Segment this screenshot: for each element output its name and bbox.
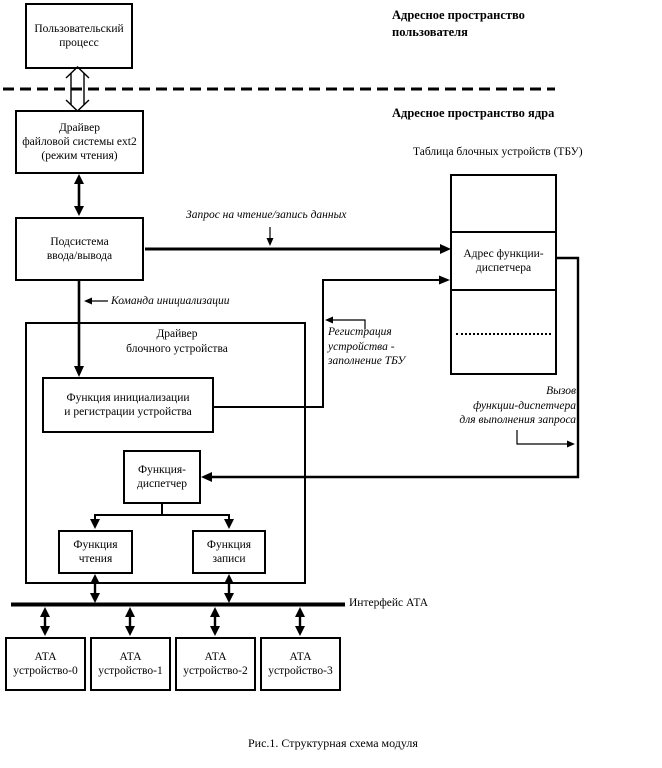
tbu-cell-dispatcher-address: Адрес функции- диспетчера — [452, 233, 555, 291]
ext2-driver-line3: (режим чтения) — [41, 150, 118, 162]
arrow-io-to-init-function — [74, 281, 84, 377]
dispatcher-function-box: Функция- диспетчер — [123, 450, 201, 504]
arrow-ata-device-3 — [295, 607, 305, 636]
arrow-write-ata — [224, 574, 234, 603]
header-user-space-line2: пользователя — [392, 25, 468, 39]
label-registration: Регистрация устройства - заполнение ТБУ — [328, 325, 405, 369]
label-dispatcher-call-line2: функции-диспетчера — [473, 399, 576, 412]
tbu-address-line1: Адрес функции- — [463, 248, 544, 260]
arrow-ata-device-2 — [210, 607, 220, 636]
init-function-line1: Функция инициализации — [66, 392, 190, 404]
ext2-driver-line1: Драйвер — [58, 122, 101, 134]
tbu-table: Адрес функции- диспетчера — [450, 174, 557, 375]
tbu-dotted-divider — [456, 333, 551, 335]
block-driver-title-line2: блочного устройства — [126, 343, 228, 355]
ata-device-3-box: АТА устройство-3 — [260, 637, 341, 691]
label-registration-line2: устройства - — [328, 340, 395, 353]
tbu-cell-empty-top — [452, 176, 555, 233]
request-label-pointer — [266, 227, 274, 246]
arrow-ata-device-1 — [125, 607, 135, 636]
init-command-label-pointer — [84, 297, 108, 305]
ata-device-3-line1: АТА — [289, 651, 312, 663]
write-function-box: Функция записи — [192, 530, 266, 574]
read-function-box: Функция чтения — [58, 530, 133, 574]
ata-bus-line — [11, 602, 345, 607]
label-dispatcher-call: Вызов функции-диспетчера для выполнения … — [430, 384, 576, 428]
dispatcher-line2: диспетчер — [136, 478, 188, 490]
read-function-line1: Функция — [73, 539, 118, 551]
ata-device-2-line2: устройство-2 — [183, 665, 248, 677]
figure-caption: Рис.1. Структурная схема модуля — [248, 736, 418, 750]
ata-device-0-line2: устройство-0 — [13, 665, 78, 677]
ata-device-2-box: АТА устройство-2 — [175, 637, 256, 691]
user-process-line1: Пользовательский — [34, 23, 124, 35]
label-request: Запрос на чтение/запись данных — [186, 209, 347, 221]
label-dispatcher-call-line1: Вызов — [546, 385, 576, 397]
ata-device-1-line2: устройство-1 — [98, 665, 163, 677]
header-user-space-line1: Адресное пространство — [392, 8, 525, 22]
registration-label-pointer — [325, 316, 366, 329]
label-init-command: Команда инициализации — [111, 295, 230, 307]
arrow-registration-path — [214, 275, 450, 408]
dispatcher-call-label-pointer — [516, 430, 575, 448]
block-driver-title: Драйвер блочного устройства — [92, 327, 262, 357]
label-dispatcher-call-line3: для выполнения запроса — [459, 414, 576, 426]
init-function-line2: и регистрации устройства — [64, 406, 192, 418]
block-driver-title-line1: Драйвер — [156, 328, 198, 340]
arrow-read-ata — [90, 574, 100, 603]
user-process-box: Пользовательский процесс — [25, 3, 133, 69]
label-registration-line1: Регистрация — [328, 326, 392, 338]
arrow-request-to-tbu — [145, 244, 451, 254]
header-user-address-space: Адресное пространство пользователя — [392, 7, 525, 41]
arrow-ata-device-0 — [40, 607, 50, 636]
tbu-address-line2: диспетчера — [475, 262, 532, 274]
io-subsystem-line1: Подсистема — [50, 236, 109, 248]
arrow-dispatcher-split — [90, 504, 234, 529]
header-kernel-address-space: Адресное пространство ядра — [392, 106, 555, 120]
label-ata-interface: Интерфейс АТА — [349, 597, 429, 609]
user-process-line2: процесс — [59, 37, 99, 49]
write-function-line1: Функция — [206, 539, 252, 551]
ext2-driver-box: Драйвер файловой системы ext2 (режим чте… — [15, 110, 144, 174]
io-subsystem-box: Подсистема ввода/вывода — [15, 217, 144, 281]
init-function-box: Функция инициализации и регистрации устр… — [42, 377, 214, 433]
write-function-line2: записи — [212, 553, 246, 565]
ata-device-2-line1: АТА — [204, 651, 227, 663]
ata-device-0-line1: АТА — [34, 651, 57, 663]
ata-device-3-line2: устройство-3 — [268, 665, 333, 677]
arrow-dispatcher-call-path — [201, 256, 580, 482]
ata-device-0-box: АТА устройство-0 — [5, 637, 86, 691]
tbu-cell-empty-bottom — [452, 291, 555, 373]
label-registration-line3: заполнение ТБУ — [328, 355, 406, 367]
ata-device-1-line1: АТА — [119, 651, 142, 663]
block-driver-box — [25, 322, 306, 584]
read-function-line2: чтения — [78, 553, 113, 565]
dispatcher-line1: Функция- — [137, 464, 186, 476]
tbu-title: Таблица блочных устройств (ТБУ) — [413, 146, 583, 158]
ext2-driver-line2: файловой системы ext2 — [22, 136, 137, 148]
io-subsystem-line2: ввода/вывода — [46, 250, 113, 262]
arrow-ext2-io — [74, 174, 84, 216]
ata-device-1-box: АТА устройство-1 — [90, 637, 171, 691]
